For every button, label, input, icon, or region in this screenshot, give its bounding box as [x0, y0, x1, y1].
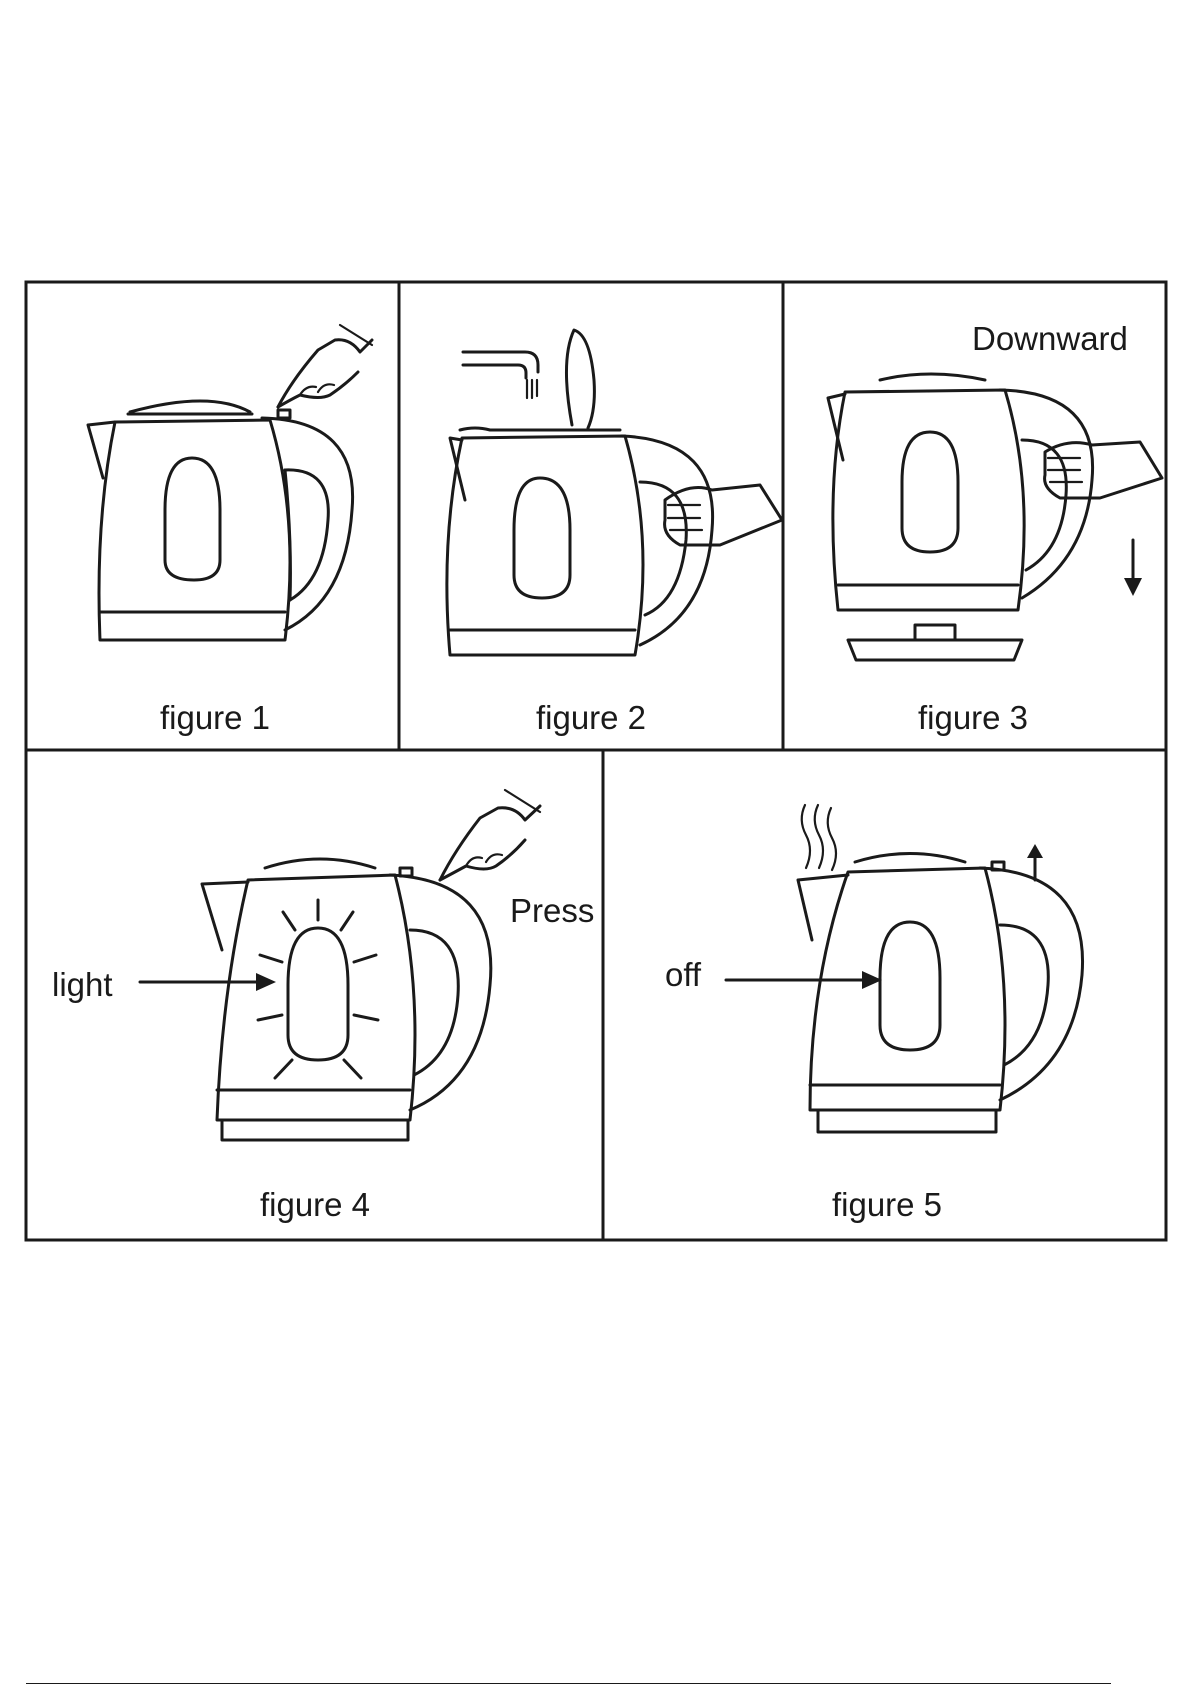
page-bottom-rule	[26, 1683, 1111, 1684]
off-label: off	[665, 958, 701, 991]
arrow-up-icon	[1027, 844, 1043, 880]
kettle-icon	[798, 854, 1083, 1133]
steam-icon	[802, 805, 836, 870]
arrow-right-icon	[726, 971, 882, 989]
figure-5-caption: figure 5	[832, 1188, 942, 1221]
